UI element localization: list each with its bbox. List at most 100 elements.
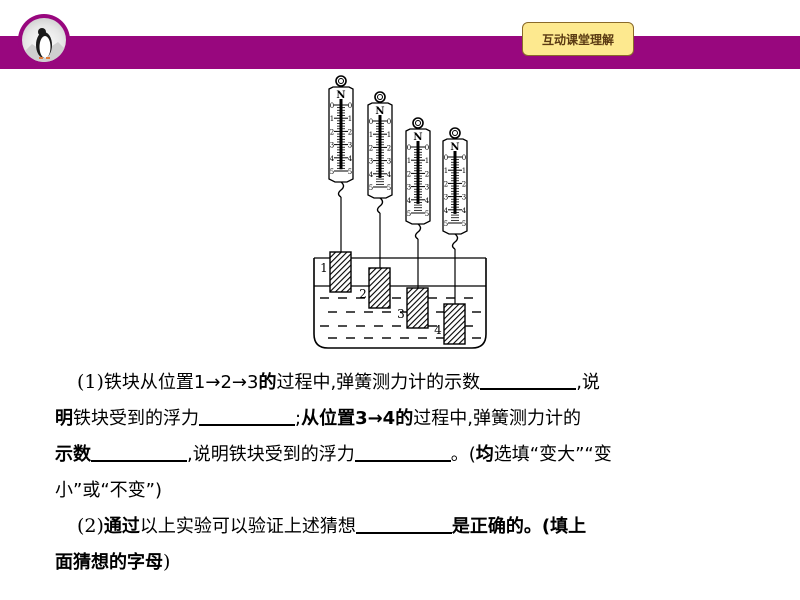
tick-label: 1	[444, 167, 448, 175]
tick-label: 3	[425, 184, 429, 192]
q2-text: )	[163, 551, 171, 573]
penguin-logo-icon	[22, 18, 66, 62]
unit-label: N	[450, 142, 459, 153]
tick-label: 4	[369, 171, 374, 179]
scale-indicator	[453, 151, 457, 214]
scale-ring-icon	[412, 117, 424, 129]
answer-blank-5[interactable]	[355, 510, 452, 534]
q1-line-1: (1)铁块从位置1→2→3的过程中,弹簧测力计的示数,说	[55, 364, 755, 400]
tick-label: 4	[387, 171, 392, 179]
tick-label: 0	[444, 154, 448, 162]
question-text: (1)铁块从位置1→2→3的过程中,弹簧测力计的示数,说 明铁块受到的浮力;从位…	[55, 364, 755, 580]
tick-label: 3	[407, 184, 411, 192]
q1-text: ,说明铁块受到的浮力	[187, 444, 355, 465]
tick-label: 0	[407, 144, 411, 152]
iron-block	[329, 251, 352, 293]
q1-text: 选填“变大”“变	[493, 444, 612, 465]
spring-scale: N0 0 1 1 2 2 3 3 4 4 5 5	[405, 117, 431, 288]
q1-text: ;	[295, 408, 302, 429]
tick-label: 0	[425, 144, 429, 152]
tick-label: 5	[369, 184, 373, 192]
iron-block	[443, 303, 466, 345]
tick-label: 5	[348, 168, 352, 176]
tick-label: 2	[387, 144, 391, 152]
q1-text: 。(	[450, 444, 476, 465]
tick-label: 3	[348, 142, 352, 150]
answer-blank-3[interactable]	[91, 438, 187, 462]
hook-icon	[337, 181, 345, 198]
tick-label: 5	[425, 210, 429, 218]
q1-line-3: 示数,说明铁块受到的浮力。(均选填“变大”“变	[55, 436, 755, 472]
q2-line-2: 面猜想的字母)	[55, 544, 755, 580]
q2-line-1: (2)通过以上实验可以验证上述猜想是正确的。(填上	[55, 508, 755, 544]
hook-icon	[451, 233, 459, 250]
q1-text: 铁块受到的浮力	[73, 408, 199, 429]
tick-label: 5	[407, 210, 411, 218]
position-label: 2	[359, 287, 367, 301]
tick-label: 4	[425, 197, 430, 205]
tick-label: 1	[425, 157, 429, 165]
q1-line-4: 小”或“不变”)	[55, 472, 755, 508]
q1-text: 的	[258, 372, 277, 393]
tick-label: 2	[444, 180, 448, 188]
scale-ring-icon	[335, 75, 347, 87]
tick-label: 2	[369, 144, 373, 152]
tick-label: 1	[407, 157, 411, 165]
q1-text: 明	[55, 408, 73, 429]
q1-text: ,说	[576, 372, 600, 393]
q2-number: (2)	[77, 515, 104, 537]
q1-text: 铁块从位置1→2→3	[103, 372, 259, 393]
hook-icon	[376, 197, 384, 214]
scale-ring-icon	[338, 78, 344, 84]
tick-label: 2	[407, 170, 411, 178]
tick-label: 2	[425, 170, 429, 178]
scale-ring-icon	[374, 91, 386, 103]
answer-blank-2[interactable]	[199, 402, 295, 426]
answer-blank-4[interactable]	[354, 438, 451, 462]
tick-label: 4	[348, 155, 353, 163]
tick-label: 0	[462, 154, 466, 162]
q2-text: 面猜想的字母	[55, 552, 163, 573]
scale-ring-icon	[415, 120, 421, 126]
position-label: 4	[434, 323, 442, 337]
unit-label: N	[375, 106, 384, 117]
position-label: 1	[320, 261, 328, 275]
tick-label: 2	[348, 128, 352, 136]
q1-number: (1)	[77, 371, 104, 393]
tick-label: 0	[330, 102, 334, 110]
scale-ring-icon	[449, 127, 461, 139]
unit-label: N	[413, 132, 422, 143]
tick-label: 4	[407, 197, 412, 205]
tick-label: 1	[387, 131, 391, 139]
interactive-class-button[interactable]: 互动课堂理解	[522, 22, 634, 56]
scale-ring-icon	[452, 130, 458, 136]
tick-label: 5	[444, 220, 448, 228]
scale-indicator	[378, 115, 382, 178]
tick-label: 4	[330, 155, 335, 163]
q2-text: 是正确的。(填上	[451, 516, 587, 537]
tick-label: 4	[444, 207, 449, 215]
hook-icon	[414, 223, 422, 240]
tick-label: 5	[462, 220, 466, 228]
position-label: 3	[397, 307, 405, 321]
tick-label: 3	[369, 158, 373, 166]
q2-text: 通过	[103, 516, 140, 537]
scale-indicator	[416, 141, 420, 204]
iron-block	[406, 287, 429, 329]
unit-label: N	[336, 90, 345, 101]
tick-label: 1	[369, 131, 373, 139]
tick-label: 5	[387, 184, 391, 192]
iron-block	[368, 267, 391, 309]
tick-label: 3	[387, 158, 391, 166]
tick-label: 0	[387, 118, 391, 126]
q1-line-2: 明铁块受到的浮力;从位置3→4的过程中,弹簧测力计的	[55, 400, 755, 436]
tick-label: 2	[330, 128, 334, 136]
answer-blank-1[interactable]	[480, 366, 577, 390]
scale-ring-icon	[377, 94, 383, 100]
q1-text: 小”或“不变”)	[55, 480, 162, 501]
q1-text: 过程中,弹簧测力计的	[413, 408, 581, 429]
